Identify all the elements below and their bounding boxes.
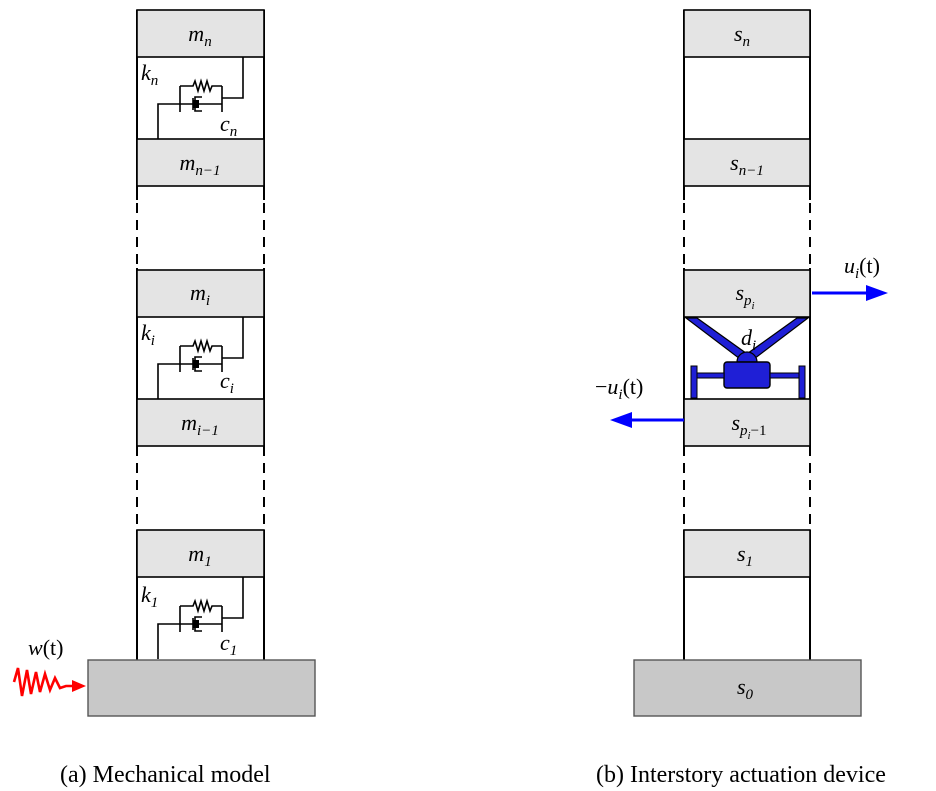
story-slab-pi (683, 269, 811, 318)
spring-icon (180, 338, 222, 354)
damper-piston-icon (193, 620, 199, 628)
damper-icon (180, 616, 222, 632)
caption-a: (a) Mechanical model (60, 762, 271, 788)
spring-damper-1 (157, 577, 244, 659)
spring-icon (180, 78, 222, 94)
force-label-left: −ui(t) (595, 374, 643, 403)
excitation-label: w(t) (28, 635, 63, 660)
damper-icon (180, 96, 222, 112)
actuator-rod-right-icon (769, 372, 801, 379)
mass-slab-n-1 (136, 138, 265, 187)
story-slab-1 (683, 529, 811, 578)
panel-b: sn sn−1 spi spi−1 s1 s0 di ui(t) −ui(t) … (595, 9, 888, 788)
anchor-right-icon (798, 365, 806, 399)
mass-slab-i-1 (136, 398, 265, 447)
device-joint-icon (736, 351, 758, 363)
anchor-left-icon (690, 365, 698, 399)
story-slab-pi-1 (683, 398, 811, 447)
damper-icon (180, 356, 222, 372)
damping-label-n: cn (220, 111, 237, 140)
mass-slab-i (136, 269, 265, 318)
damping-label-1: c1 (220, 630, 237, 659)
mass-slab-1 (136, 529, 265, 578)
device-label: di (741, 325, 756, 354)
slab-label-0: s0 (737, 674, 754, 703)
actuation-device (684, 317, 810, 399)
slab-label-n-1: sn−1 (730, 150, 764, 179)
spring-damper-i (157, 317, 244, 399)
slab-label-n: sn (734, 21, 750, 50)
mass-label-i-1: mi−1 (181, 410, 219, 439)
mass-label-1: m1 (188, 541, 211, 570)
mass-label-n: mn (188, 21, 211, 50)
mass-slab-n (136, 9, 265, 58)
damper-piston-icon (193, 360, 199, 368)
story-slab-n (683, 9, 811, 58)
force-label-right: ui(t) (844, 253, 880, 282)
spring-damper-n (157, 57, 244, 139)
damper-piston-icon (193, 100, 199, 108)
slab-label-1: s1 (737, 541, 753, 570)
mass-label-i: mi (190, 280, 210, 309)
actuator-body-icon (723, 361, 771, 389)
caption-b: (b) Interstory actuation device (596, 762, 886, 788)
actuator-rod-left-icon (695, 372, 725, 379)
force-arrow-left-icon (610, 412, 632, 428)
ground-base (87, 659, 316, 717)
force-arrow-right-icon (866, 285, 888, 301)
panel-a: mn mn−1 mi mi−1 m1 (12, 9, 316, 788)
stiffness-label-n: kn (141, 60, 158, 89)
mass-label-n-1: mn−1 (179, 150, 220, 179)
excitation-signal-icon (12, 667, 74, 697)
slab-label-pi-1: spi−1 (731, 410, 766, 442)
damping-label-i: ci (220, 368, 234, 397)
story-slab-0 (633, 659, 862, 717)
stiffness-label-1: k1 (141, 582, 158, 611)
spring-icon (180, 598, 222, 614)
excitation-arrowhead-icon (72, 680, 86, 692)
stiffness-label-i: ki (141, 320, 155, 349)
story-slab-n-1 (683, 138, 811, 187)
slab-label-pi: spi (735, 280, 754, 312)
